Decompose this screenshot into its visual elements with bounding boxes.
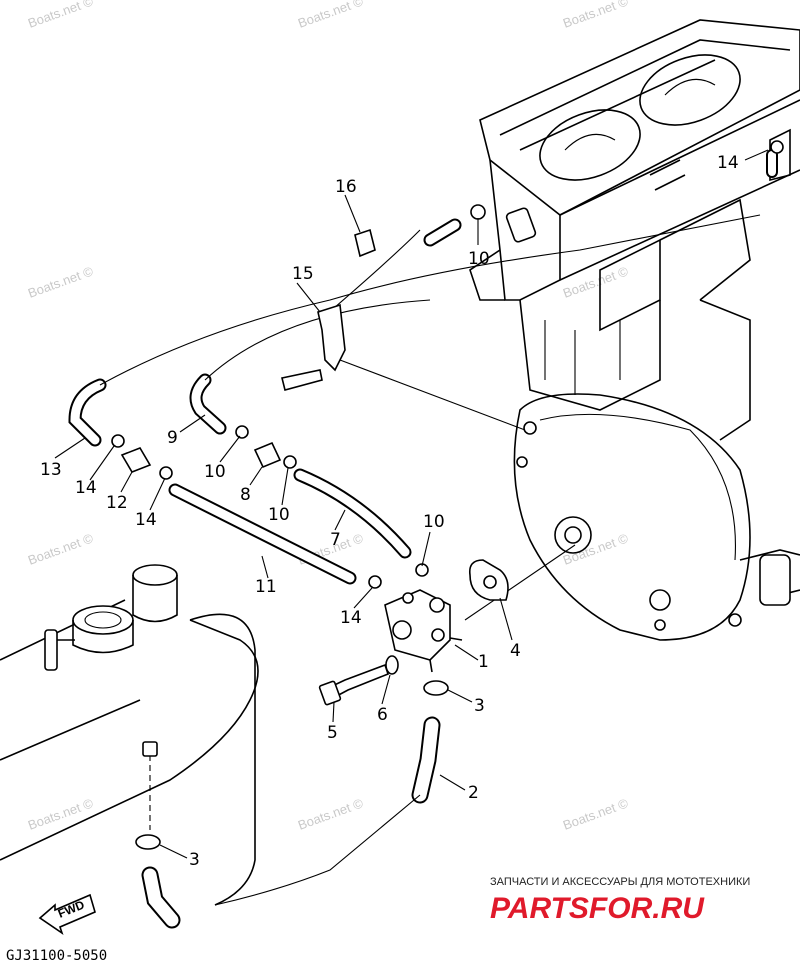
callout-6: 6 xyxy=(377,705,388,725)
callout-4: 4 xyxy=(510,641,521,661)
callout-1: 1 xyxy=(478,652,489,672)
callout-7: 7 xyxy=(330,530,341,550)
callout-15: 15 xyxy=(292,264,314,284)
callout-14-bottom: 14 xyxy=(340,608,362,628)
fuel-tank xyxy=(0,564,259,906)
callout-10-top: 10 xyxy=(468,249,490,269)
watermark: Boats.net © xyxy=(26,0,96,31)
callout-3-left: 3 xyxy=(189,850,200,870)
leader-lines xyxy=(54,149,769,859)
callout-9: 9 xyxy=(167,428,178,448)
callout-14-top: 14 xyxy=(717,153,739,173)
engine-block xyxy=(469,19,800,441)
callout-8: 8 xyxy=(240,485,251,505)
callout-12: 12 xyxy=(106,493,128,513)
watermark: Boats.net © xyxy=(561,0,631,31)
branding-tagline: ЗАПЧАСТИ И АКСЕССУАРЫ ДЛЯ МОТОТЕХНИКИ xyxy=(490,876,750,888)
diagram-code: GJ31100-5050 xyxy=(6,948,107,964)
callout-11: 11 xyxy=(255,577,277,597)
crankcase-cover xyxy=(513,393,800,641)
watermark: Boats.net © xyxy=(26,795,96,833)
watermark: Boats.net © xyxy=(561,263,631,301)
watermark: Boats.net © xyxy=(561,795,631,833)
callout-14-left: 14 xyxy=(75,478,97,498)
watermark: Boats.net © xyxy=(296,795,366,833)
small-parts xyxy=(111,140,784,850)
callout-13: 13 xyxy=(40,460,62,480)
watermark: Boats.net © xyxy=(26,530,96,568)
watermark-layer: Boats.net © Boats.net © Boats.net © Boat… xyxy=(26,0,631,833)
callout-labels: 16 15 10 14 13 14 12 14 9 10 8 10 7 11 1… xyxy=(40,153,739,870)
callout-3-right: 3 xyxy=(474,696,485,716)
watermark: Boats.net © xyxy=(26,263,96,301)
callout-16: 16 xyxy=(335,177,357,197)
callout-2: 2 xyxy=(468,783,479,803)
watermark: Boats.net © xyxy=(296,0,366,31)
callout-10-right: 10 xyxy=(423,512,445,532)
callout-10-left: 10 xyxy=(204,462,226,482)
hoses xyxy=(68,149,778,929)
branding-logo: PARTSFOR.RU xyxy=(490,892,705,925)
callout-14-mid: 14 xyxy=(135,510,157,530)
fwd-arrow: FWD xyxy=(38,893,96,935)
callout-5: 5 xyxy=(327,723,338,743)
callout-10-mid: 10 xyxy=(268,505,290,525)
partsfor-branding: ЗАПЧАСТИ И АКСЕССУАРЫ ДЛЯ МОТОТЕХНИКИ PA… xyxy=(490,876,750,925)
routing-lines xyxy=(99,214,761,906)
